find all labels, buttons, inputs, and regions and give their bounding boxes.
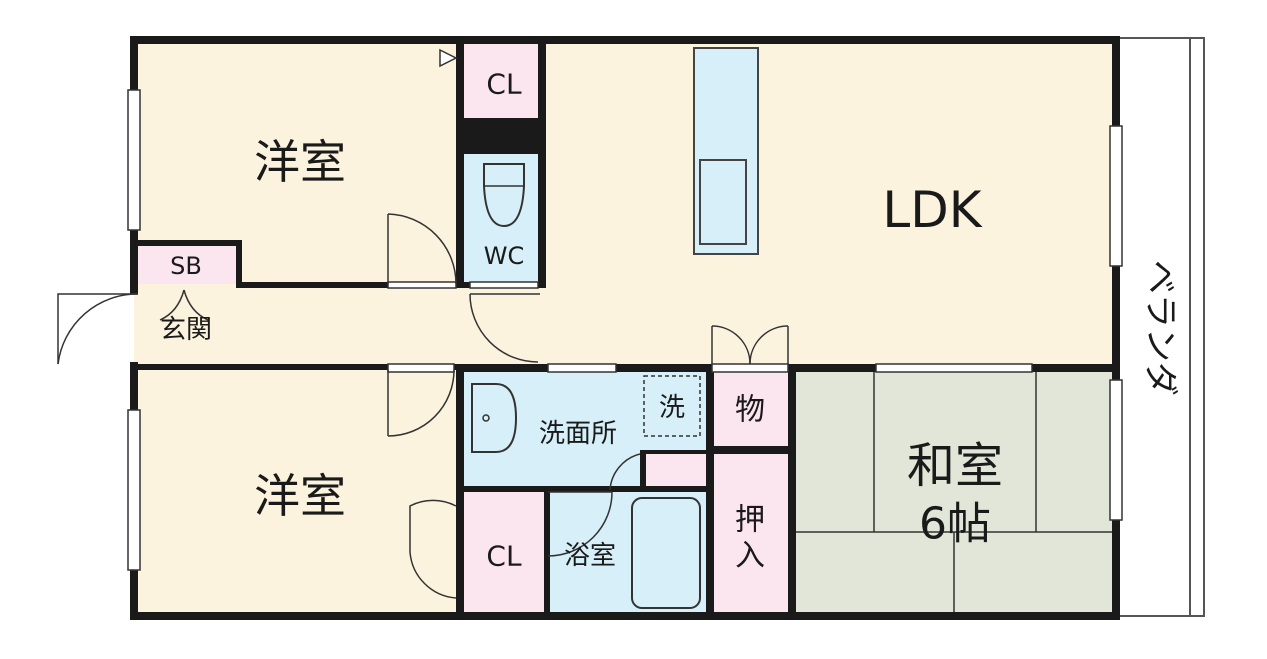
storage-label: 物 (735, 393, 765, 428)
toilet-label: WC (484, 242, 525, 270)
washer-label: 洗 (659, 393, 685, 423)
oshiire-label-1: 押 (735, 503, 765, 538)
closet-south-floor (462, 490, 548, 614)
ldk-label: LDK (882, 181, 982, 239)
bedroom-north-label: 洋室 (254, 135, 346, 189)
japanese-room-label-2: 6帖 (919, 499, 991, 550)
oshiire-floor (710, 452, 794, 614)
japanese-room-label-1: 和室 (907, 438, 1003, 494)
toilet-fixture (483, 163, 525, 228)
wall-openings (387, 281, 1033, 373)
oshiire-label-2: 入 (735, 539, 765, 574)
ldk-floor (546, 42, 1116, 368)
bath-anteroom-floor (646, 452, 710, 490)
entrance-label: 玄関 (160, 315, 212, 345)
japanese-room-floor (794, 370, 1116, 614)
wash-basin (471, 383, 518, 453)
kitchen-sink (699, 159, 747, 245)
bedroom-south-label: 洋室 (254, 469, 346, 523)
washroom-label: 洗面所 (539, 419, 617, 449)
shoe-box-label: SB (170, 252, 202, 280)
storage-floor (710, 370, 794, 450)
door-swings (57, 48, 789, 599)
entrance-hall-floor (134, 288, 546, 368)
closet-north-floor (462, 42, 546, 118)
bathroom-label: 浴室 (564, 541, 616, 571)
bath-tub (631, 497, 701, 609)
tatami-lines (794, 370, 1116, 614)
balcony-label: ベランダ (1140, 260, 1180, 396)
windows (127, 89, 1123, 571)
shoe-box-floor (134, 244, 238, 284)
washer-space (643, 375, 701, 437)
closet-north-label: CL (486, 68, 522, 101)
bedroom-south-floor (134, 368, 462, 614)
closet-south-label: CL (486, 540, 522, 573)
